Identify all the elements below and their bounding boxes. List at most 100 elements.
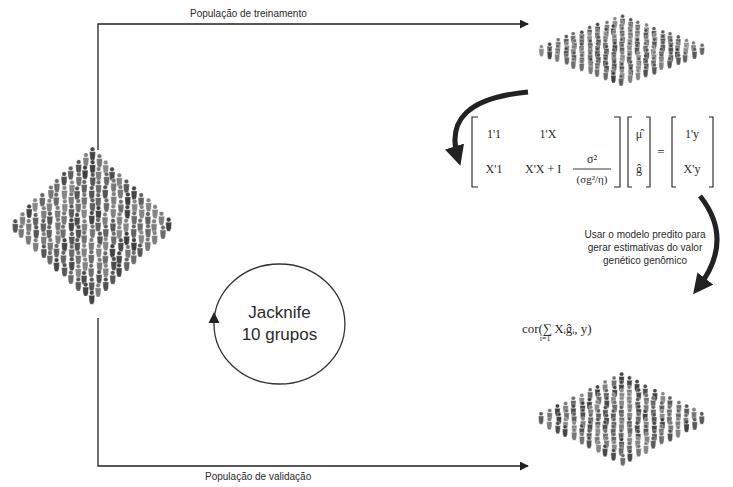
person-figure <box>74 238 80 252</box>
person-figure <box>596 440 601 452</box>
person-figure <box>611 424 616 436</box>
person-figure <box>41 232 47 246</box>
person-figure <box>635 27 640 39</box>
person-figure <box>651 27 656 39</box>
person-figure <box>563 417 568 429</box>
person-figure <box>579 59 584 71</box>
person-figure <box>81 180 87 194</box>
person-figure <box>25 231 31 245</box>
person-figure <box>619 74 624 86</box>
person-figure <box>47 251 53 265</box>
person-figure <box>103 264 109 278</box>
person-figure <box>668 44 673 56</box>
person-figure <box>676 401 681 413</box>
person-figure <box>595 424 600 436</box>
person-figure <box>652 430 657 442</box>
person-figure <box>628 71 633 83</box>
person-figure <box>700 43 705 55</box>
person-figure <box>588 39 593 51</box>
vector-bracket <box>646 117 650 187</box>
person-figure <box>659 409 664 421</box>
person-figure <box>137 243 143 257</box>
person-figure <box>124 231 130 245</box>
person-figure <box>90 198 96 212</box>
person-figure <box>82 257 88 271</box>
person-figure <box>125 192 131 206</box>
person-figure <box>103 198 109 212</box>
person-figure <box>644 393 649 405</box>
jackknife-circle: Jacknife 10 grupos <box>212 262 347 386</box>
person-figure <box>131 224 137 238</box>
person-figure <box>659 424 664 436</box>
person-figure <box>97 258 103 272</box>
person-figure <box>563 401 568 413</box>
person-figure <box>53 192 59 206</box>
person-figure <box>635 20 640 32</box>
person-figure <box>643 384 648 396</box>
person-figure <box>110 204 116 218</box>
person-figure <box>667 32 672 44</box>
person-figure <box>594 65 599 77</box>
matrix-bracket <box>614 117 620 187</box>
person-figure <box>74 186 80 200</box>
person-figure <box>124 257 130 271</box>
person-figure <box>595 59 600 71</box>
person-figure <box>699 412 704 424</box>
person-figure <box>88 238 94 252</box>
person-figure <box>619 372 624 384</box>
person-figure <box>579 424 584 436</box>
fraction-numerator: σ² <box>587 153 597 167</box>
person-figure <box>628 28 633 40</box>
person-figure <box>123 179 129 193</box>
vector-cell: ĝ <box>636 163 642 177</box>
person-figure <box>89 290 95 304</box>
person-figure <box>612 41 617 53</box>
person-figure <box>579 393 584 405</box>
person-figure <box>54 258 60 272</box>
person-figure <box>26 204 32 218</box>
person-figure <box>604 413 609 425</box>
person-figure <box>612 440 617 452</box>
person-figure <box>604 436 609 448</box>
person-figure <box>47 211 53 225</box>
person-figure <box>683 51 688 63</box>
person-figure <box>571 412 576 424</box>
person-figure <box>89 211 95 225</box>
person-figure <box>123 218 129 232</box>
person-figure <box>137 218 143 232</box>
person-figure <box>659 432 664 444</box>
person-figure <box>76 225 82 239</box>
person-figure <box>635 397 640 409</box>
person-figure <box>116 263 122 277</box>
equals-sign: = <box>657 145 664 160</box>
person-figure <box>636 444 641 456</box>
person-figure <box>33 213 39 227</box>
person-figure <box>547 408 552 420</box>
person-figure <box>611 393 616 405</box>
person-figure <box>110 270 116 284</box>
person-figure <box>68 166 74 180</box>
person-figure <box>54 179 60 193</box>
person-figure <box>125 245 131 259</box>
person-figure <box>660 418 665 430</box>
matrix-cell: 1'X <box>540 128 557 142</box>
person-figure <box>635 421 640 433</box>
person-figure <box>604 388 609 400</box>
person-figure <box>618 428 623 440</box>
person-figure <box>556 38 561 50</box>
person-figure <box>643 29 648 41</box>
training-arrow <box>98 24 528 150</box>
vector-bracket <box>628 117 632 187</box>
person-figure <box>587 32 592 44</box>
person-figure <box>83 282 89 296</box>
person-figure <box>611 71 616 83</box>
person-figure <box>580 417 585 429</box>
person-figure <box>131 251 137 265</box>
person-figure <box>81 193 87 207</box>
person-figure <box>603 50 608 62</box>
matrix-bracket <box>472 117 478 187</box>
person-figure <box>627 449 632 461</box>
person-figure <box>675 425 680 437</box>
person-figure <box>651 56 656 68</box>
person-figure <box>47 238 53 252</box>
